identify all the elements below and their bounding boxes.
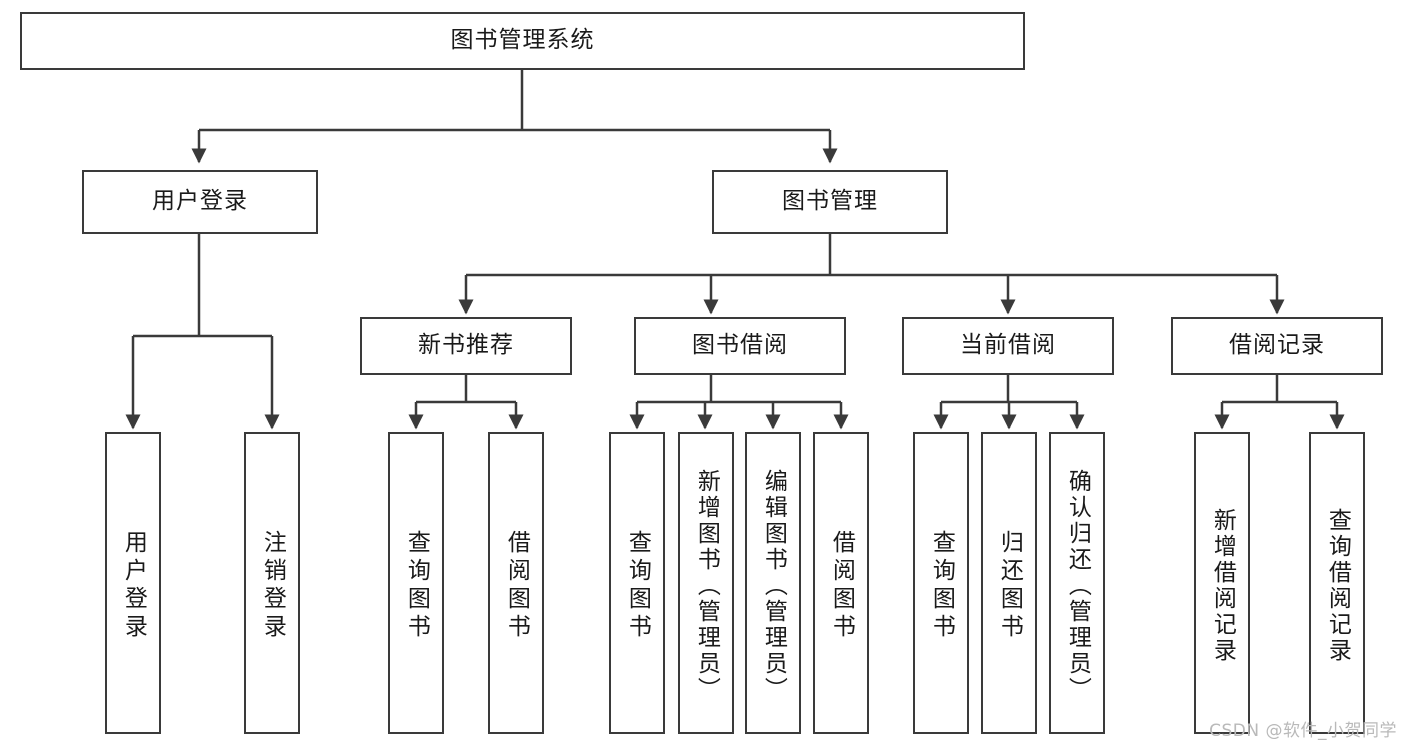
- node-label: 确认归还（管理员）: [1064, 469, 1091, 703]
- leaf-borrow-add-book-admin[interactable]: 新增图书（管理员）: [678, 432, 734, 734]
- node-label: 用户登录: [120, 530, 147, 642]
- node-book-management[interactable]: 图书管理: [712, 170, 948, 234]
- node-current-borrow[interactable]: 当前借阅: [902, 317, 1114, 375]
- node-label: 查询借阅记录: [1324, 508, 1351, 664]
- node-label: 借阅记录: [1229, 332, 1325, 359]
- node-label: 新增借阅记录: [1209, 508, 1236, 664]
- node-user-login[interactable]: 用户登录: [82, 170, 318, 234]
- leaf-current-query-book[interactable]: 查询图书: [913, 432, 969, 734]
- leaf-current-confirm-return-admin[interactable]: 确认归还（管理员）: [1049, 432, 1105, 734]
- leaf-recommend-query-book[interactable]: 查询图书: [388, 432, 444, 734]
- leaf-user-login-login[interactable]: 用户登录: [105, 432, 161, 734]
- node-label: 图书管理: [782, 188, 878, 215]
- leaf-borrow-borrow-book[interactable]: 借阅图书: [813, 432, 869, 734]
- node-label: 借阅图书: [828, 530, 855, 642]
- node-root-book-management-system[interactable]: 图书管理系统: [20, 12, 1025, 70]
- leaf-record-query-borrow-record[interactable]: 查询借阅记录: [1309, 432, 1365, 734]
- leaf-borrow-query-book[interactable]: 查询图书: [609, 432, 665, 734]
- csdn-watermark: CSDN @软件_小贺同学: [1209, 721, 1397, 741]
- leaf-recommend-borrow-book[interactable]: 借阅图书: [488, 432, 544, 734]
- leaf-borrow-edit-book-admin[interactable]: 编辑图书（管理员）: [745, 432, 801, 734]
- node-label: 查询图书: [403, 530, 430, 642]
- node-label: 新增图书（管理员）: [693, 469, 720, 703]
- node-label: 查询图书: [624, 530, 651, 642]
- node-label: 编辑图书（管理员）: [760, 469, 787, 703]
- node-label: 用户登录: [152, 188, 248, 215]
- leaf-user-login-logout[interactable]: 注销登录: [244, 432, 300, 734]
- node-new-book-recommend[interactable]: 新书推荐: [360, 317, 572, 375]
- node-label: 借阅图书: [503, 530, 530, 642]
- node-label: 查询图书: [928, 530, 955, 642]
- leaf-record-add-borrow-record[interactable]: 新增借阅记录: [1194, 432, 1250, 734]
- node-borrow-record[interactable]: 借阅记录: [1171, 317, 1383, 375]
- node-label: 归还图书: [996, 530, 1023, 642]
- node-label: 当前借阅: [960, 332, 1056, 359]
- node-label: 图书借阅: [692, 332, 788, 359]
- node-label: 新书推荐: [418, 332, 514, 359]
- node-label: 图书管理系统: [450, 27, 595, 54]
- node-label: 注销登录: [259, 530, 286, 642]
- node-book-borrow[interactable]: 图书借阅: [634, 317, 846, 375]
- leaf-current-return-book[interactable]: 归还图书: [981, 432, 1037, 734]
